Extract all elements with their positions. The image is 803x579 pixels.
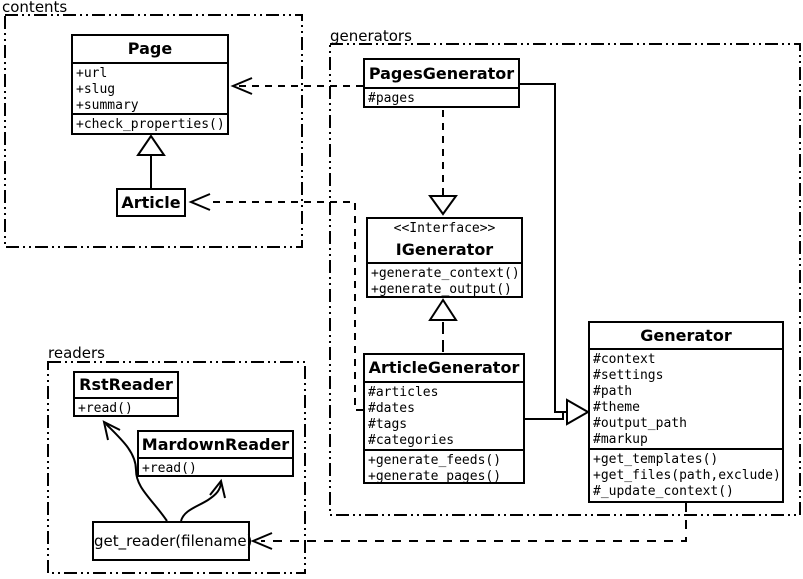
class-igenerator-stereotype: <<Interface>> (393, 221, 496, 236)
class-rstreader-name: RstReader (75, 373, 177, 399)
method: +generate_context() (371, 266, 520, 281)
class-page: Page +url +slug +summary +check_properti… (71, 34, 229, 135)
attribute: #pages (368, 91, 415, 106)
attribute: +slug (76, 82, 116, 97)
package-label-contents: contents (2, 0, 68, 16)
package-label-readers: readers (48, 344, 105, 362)
class-rstreader: RstReader +read() (73, 371, 179, 417)
arrow-generator-depends-getreader (250, 503, 687, 550)
class-generator: Generator #context #settings #path #them… (588, 321, 784, 503)
class-markdownreader-name: MardownReader (139, 432, 292, 459)
arrow-generators-inherit-generator (520, 83, 591, 426)
method: +get_templates() (593, 452, 719, 467)
class-generator-attributes: #context #settings #path #theme #output_… (590, 350, 782, 450)
class-pagesgenerator: PagesGenerator #pages (363, 58, 520, 108)
attribute: #path (593, 384, 633, 399)
attribute: #articles (368, 385, 439, 400)
class-igenerator-name: IGenerator (395, 240, 494, 259)
class-articlegenerator-name: ArticleGenerator (365, 355, 523, 383)
attribute: #context (593, 352, 656, 367)
attribute: #dates (368, 401, 415, 416)
class-pagesgenerator-attributes: #pages (365, 89, 518, 106)
node-get-reader: get_reader(filename) (92, 521, 253, 561)
package-label-generators: generators (330, 27, 412, 45)
arrow-getreader-markdownreader (180, 478, 226, 522)
method: #_update_context() (593, 484, 734, 499)
class-page-attributes: +url +slug +summary (73, 64, 227, 115)
attribute: +summary (76, 98, 139, 113)
class-page-methods: +check_properties() (73, 115, 227, 133)
package-border-contents (4, 14, 303, 248)
method: +generate_pages() (368, 469, 502, 482)
attribute: +url (76, 66, 108, 81)
node-get-reader-label: get_reader(filename) (94, 532, 253, 550)
class-igenerator-methods: +generate_context() +generate_output() (368, 264, 521, 296)
method: +generate_output() (371, 282, 512, 296)
class-articlegenerator-attributes: #articles #dates #tags #categories (365, 383, 523, 451)
arrow-pagesgenerator-implements-igenerator (428, 110, 458, 216)
attribute: #settings (593, 368, 664, 383)
method: +read() (78, 401, 133, 415)
method: +check_properties() (76, 117, 225, 132)
class-page-name: Page (73, 36, 227, 64)
package-border-readers (47, 361, 306, 574)
class-article-name: Article (121, 193, 181, 212)
package-border-generators (329, 43, 801, 516)
arrow-getreader-rstreader (102, 420, 168, 522)
method: +get_files(path,exclude) (593, 468, 781, 483)
attribute: #tags (368, 417, 408, 432)
class-generator-name: Generator (590, 323, 782, 350)
class-markdownreader: MardownReader +read() (137, 430, 294, 477)
class-articlegenerator-methods: +generate_feeds() +generate_pages() (365, 451, 523, 482)
arrow-pagesgenerator-depends-page (230, 77, 363, 95)
class-articlegenerator: ArticleGenerator #articles #dates #tags … (363, 353, 525, 484)
attribute: #output_path (593, 416, 687, 431)
arrow-article-inherits-page (136, 134, 166, 188)
arrow-articlegenerator-depends-article (188, 193, 363, 411)
attribute: #markup (593, 432, 648, 447)
class-rstreader-methods: +read() (75, 399, 177, 415)
class-pagesgenerator-name: PagesGenerator (365, 60, 518, 89)
method: +generate_feeds() (368, 453, 502, 468)
arrow-articlegenerator-implements-igenerator (428, 298, 458, 352)
class-article: Article (116, 188, 186, 217)
class-igenerator-header: <<Interface>> IGenerator (368, 219, 521, 264)
attribute: #theme (593, 400, 640, 415)
class-igenerator: <<Interface>> IGenerator +generate_conte… (366, 217, 523, 298)
class-generator-methods: +get_templates() +get_files(path,exclude… (590, 450, 782, 501)
class-markdownreader-methods: +read() (139, 459, 292, 475)
method: +read() (142, 461, 197, 475)
attribute: #categories (368, 433, 455, 448)
